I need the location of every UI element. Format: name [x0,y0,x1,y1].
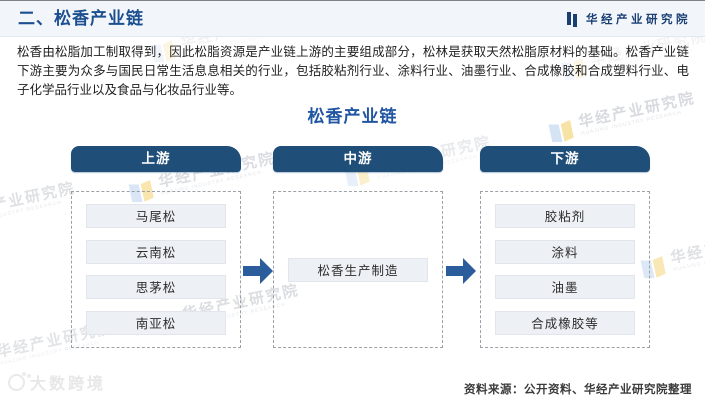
column-downstream: 下游 胶粘剂 涂料 油墨 合成橡胶等 [480,146,650,348]
corner-logo-icon [8,371,31,391]
chain-item-upstream: 南亚松 [86,311,226,336]
intro-paragraph: 松香由松脂加工制取得到，因此松脂资源是产业链上游的主要组成部分，松林是获取天然松… [17,45,689,97]
chain-item-upstream: 思茅松 [86,275,226,300]
source-note: 资料来源：公开资料、华经产业研究院整理 [464,384,692,396]
brand-logo: 华经产业研究院 [567,1,691,36]
upstream-panel: 马尾松 云南松 思茅松 南亚松 [71,191,241,348]
chain-item-downstream: 合成橡胶等 [495,311,635,336]
chain-item-downstream: 胶粘剂 [495,203,635,228]
chain-item-midstream: 松香生产制造 [288,257,428,282]
brand-bars-icon [567,11,579,27]
corner-watermark: 大数跨境 [8,370,106,394]
brand-name: 华经产业研究院 [586,13,691,26]
column-header-downstream: 下游 [480,146,650,172]
flow-arrow-icon [446,258,476,284]
watermark-text-en: HUAJING INDUSTRY RESEARCH [0,199,63,226]
downstream-panel: 胶粘剂 涂料 油墨 合成橡胶等 [480,191,650,348]
section-title: 二、松香产业链 [18,9,144,28]
chain-item-downstream: 涂料 [495,239,635,264]
top-divider [0,0,705,1]
midstream-panel: 松香生产制造 [273,191,443,348]
column-upstream: 上游 马尾松 云南松 思茅松 南亚松 [71,146,241,348]
corner-watermark-text: 大数跨境 [30,376,107,393]
header-bar: 二、松香产业链 华经产业研究院 [0,1,705,37]
chain-item-downstream: 油墨 [495,275,635,300]
column-midstream: 中游 松香生产制造 [273,146,443,348]
column-header-midstream: 中游 [273,146,443,172]
column-header-upstream: 上游 [71,146,241,172]
diagram-title: 松香产业链 [307,107,398,126]
chain-item-upstream: 云南松 [86,239,226,264]
flow-arrow-icon [243,258,273,284]
chain-item-upstream: 马尾松 [86,203,226,228]
watermark-text-cn: 华经产业研究院 [0,179,78,222]
